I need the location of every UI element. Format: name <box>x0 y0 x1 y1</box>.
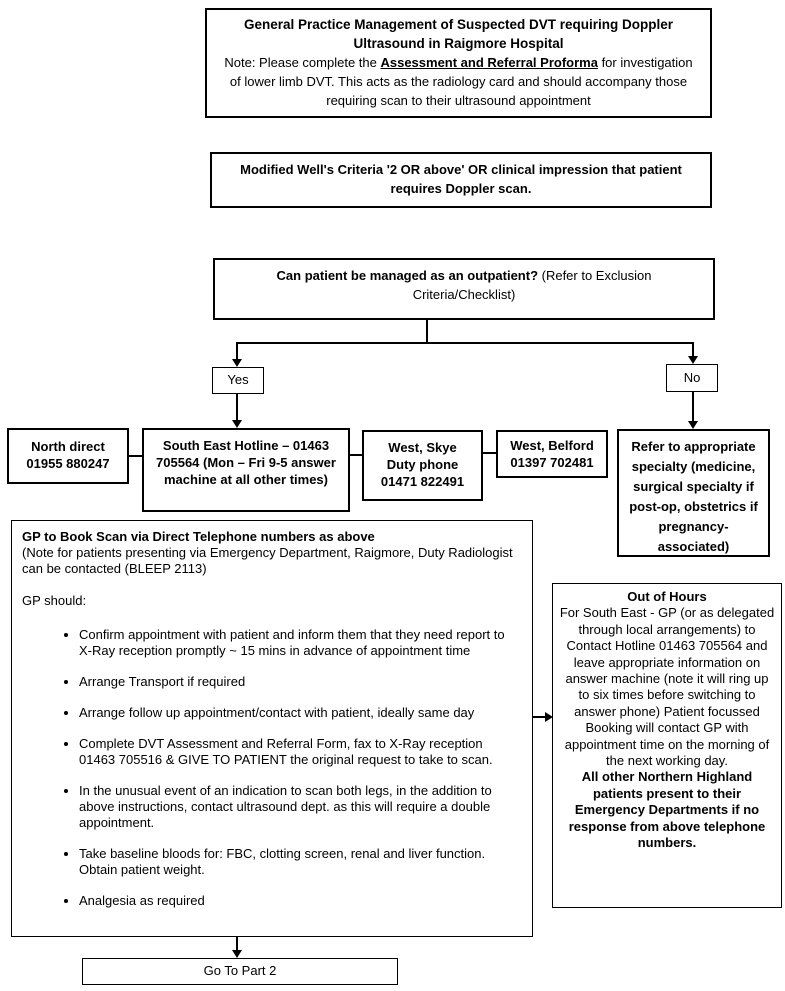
north-direct-box: North direct 01955 880247 <box>7 428 129 484</box>
yes-branch-arrowhead-icon <box>232 359 242 367</box>
gp-bullet-item: Arrange Transport if required <box>79 674 522 690</box>
criteria-box: Modified Well's Criteria '2 OR above' OR… <box>210 152 712 208</box>
no-branch-arrowhead-icon <box>688 356 698 364</box>
outpatient-refer-note: (Refer to Exclusion Criteria/Checklist) <box>412 268 652 302</box>
southeast-westskye-connector-line <box>350 454 362 456</box>
out-of-hours-box: Out of Hours For South East - GP (or as … <box>552 583 782 908</box>
north-southeast-connector-line <box>128 455 142 457</box>
yes-box: Yes <box>212 367 264 394</box>
gp-note: (Note for patients presenting via Emerge… <box>22 545 513 576</box>
gp-bullet-item: Arrange follow up appointment/contact wi… <box>79 705 522 721</box>
title-note: Note: Please complete the Assessment and… <box>217 53 700 110</box>
west-skye-box: West, Skye Duty phone 01471 822491 <box>362 430 483 501</box>
gp-bullet-item: In the unusual event of an indication to… <box>79 783 522 831</box>
gp-to-goto-line <box>236 937 238 952</box>
ooh-heading: Out of Hours <box>627 589 707 604</box>
ooh-body: For South East - GP (or as delegated thr… <box>559 605 775 769</box>
branch-horizontal-line <box>236 342 694 344</box>
refer-specialty-box: Refer to appropriate specialty (medicine… <box>617 429 770 557</box>
yes-to-hotline-arrowhead-icon <box>232 420 242 428</box>
branch-stem-line <box>426 320 428 343</box>
goto-part2-box: Go To Part 2 <box>82 958 398 985</box>
gp-to-ooh-line <box>533 716 546 718</box>
outpatient-box: Can patient be managed as an outpatient?… <box>213 258 715 320</box>
yes-branch-line <box>236 342 238 360</box>
gp-should-label: GP should: <box>22 593 87 608</box>
no-box: No <box>666 364 718 392</box>
gp-heading: GP to Book Scan via Direct Telephone num… <box>22 529 375 544</box>
title-note-suffix: for investigation of lower limb DVT. Thi… <box>229 55 693 108</box>
gp-bullet-item: Complete DVT Assessment and Referral For… <box>79 736 522 768</box>
outpatient-question: Can patient be managed as an outpatient? <box>276 268 539 283</box>
yes-to-hotline-line <box>236 394 238 421</box>
title-box: General Practice Management of Suspected… <box>205 8 712 118</box>
ooh-bold-note: All other Northern Highland patients pre… <box>568 769 766 851</box>
gp-bullet-list: Confirm appointment with patient and inf… <box>22 627 522 909</box>
gp-to-goto-arrowhead-icon <box>232 950 242 958</box>
no-to-refer-line <box>692 392 694 422</box>
gp-bullet-item: Analgesia as required <box>79 893 522 909</box>
gp-to-ooh-arrowhead-icon <box>545 712 553 722</box>
west-belford-box: West, Belford 01397 702481 <box>496 430 608 478</box>
south-east-hotline-box: South East Hotline – 01463 705564 (Mon –… <box>142 428 350 512</box>
title-heading: General Practice Management of Suspected… <box>243 17 674 51</box>
gp-bullet-item: Take baseline bloods for: FBC, clotting … <box>79 846 522 878</box>
gp-instructions-box: GP to Book Scan via Direct Telephone num… <box>11 520 533 937</box>
westskye-westbelford-connector-line <box>483 452 496 454</box>
proforma-link[interactable]: Assessment and Referral Proforma <box>380 55 598 70</box>
no-branch-line <box>692 342 694 357</box>
title-note-prefix: Note: Please complete the <box>224 55 381 70</box>
gp-bullet-item: Confirm appointment with patient and inf… <box>79 627 522 659</box>
no-to-refer-arrowhead-icon <box>688 421 698 429</box>
